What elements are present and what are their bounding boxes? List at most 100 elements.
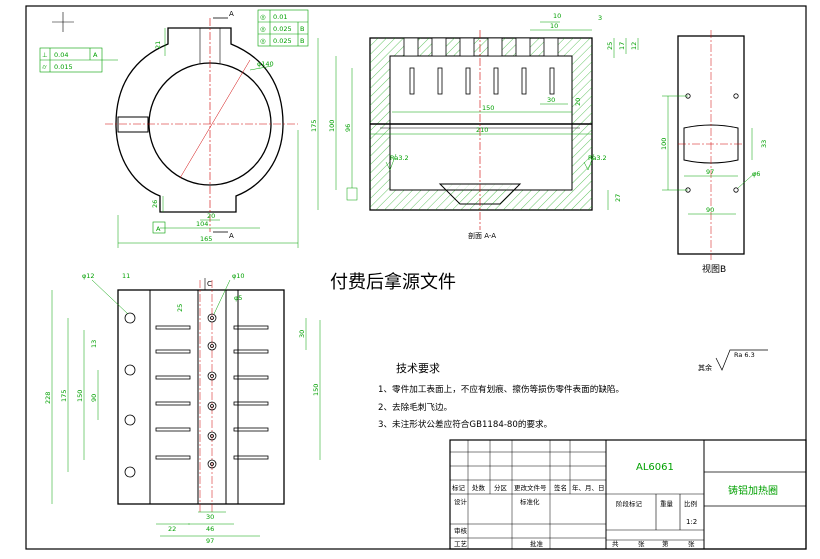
note-1: 1、零件加工表面上，不应有划痕、擦伤等损伤零件表面的缺陷。 [378, 383, 624, 395]
tb-sheet-no: 第 [662, 539, 669, 548]
dim-top-10: 10 [553, 12, 561, 20]
view-b-dim-100: 100 [660, 138, 668, 150]
dim-30: 30 [547, 96, 555, 104]
tb-sign: 签名 [554, 483, 567, 492]
dim-30-right: 30 [298, 330, 306, 338]
housing-outline [115, 27, 284, 213]
dim-17: 17 [618, 42, 626, 50]
dim-phi12: φ12 [82, 272, 95, 280]
svg-text:0.01: 0.01 [273, 13, 287, 21]
dim-150-right: 150 [312, 384, 320, 396]
tb-process: 工艺 [454, 540, 468, 548]
svg-text:0.025: 0.025 [273, 25, 292, 33]
dim-30-bottom: 30 [206, 513, 214, 521]
dim-46: 46 [206, 525, 214, 533]
dim-phi5: φ5 [234, 294, 242, 302]
svg-text:0.025: 0.025 [273, 37, 292, 45]
dim-11: 11 [122, 272, 130, 280]
svg-text:A: A [93, 51, 98, 59]
dim-12: 12 [630, 42, 638, 50]
tb-mark: 标记 [452, 483, 466, 492]
dim-150-left: 150 [76, 390, 84, 402]
dim-96: 96 [344, 124, 352, 132]
tb-stage-mark: 阶段标记 [616, 499, 643, 508]
tb-material: AL6061 [636, 462, 674, 473]
tb-doc-no: 更改文件号 [514, 483, 547, 492]
note-2: 2、去除毛刺飞边。 [378, 401, 452, 413]
dim-22: 22 [168, 525, 176, 533]
svg-text:B: B [300, 37, 304, 45]
section-mark-top: A [229, 10, 234, 18]
dim-26: 26 [151, 200, 159, 208]
svg-text:⌭: ⌭ [42, 63, 47, 71]
section-view: 10 3 10 150 210 30 20 175 100 96 25 17 1… [310, 12, 639, 240]
svg-text:◎: ◎ [260, 25, 266, 33]
tb-sheets: 共 [612, 539, 619, 548]
dim-25: 25 [606, 42, 614, 50]
dim-100: 100 [328, 120, 336, 132]
sheet-border [25, 5, 807, 550]
tb-date: 年、月、日 [572, 483, 605, 492]
dim-97-bv: 97 [206, 537, 214, 545]
dim-top-3: 3 [598, 14, 602, 22]
tb-sheet-unit: 张 [688, 539, 695, 548]
dim-175: 175 [310, 120, 318, 132]
dim-phi140: φ140 [257, 60, 274, 68]
dim-90: 90 [90, 394, 98, 402]
svg-text:0.015: 0.015 [54, 63, 73, 71]
section-mark-bottom: A [229, 232, 234, 240]
tolerance-box-left: ⊥ 0.04 A ⌭ 0.015 [39, 47, 118, 73]
view-b-dim-33: 33 [760, 140, 768, 148]
dim-phi10: φ10 [232, 272, 245, 280]
svg-text:B: B [300, 25, 304, 33]
top-view: A A φ140 165 104 20 21 26 A ⊥ [39, 9, 309, 248]
roughness-left: Ra3.2 [390, 154, 409, 162]
view-b-dim-phi6: φ6 [752, 170, 760, 178]
roughness-other-value: Ra 6.3 [734, 351, 755, 359]
dim-25-bv: 25 [176, 304, 184, 312]
view-b: 100 97 33 90 φ6 视图B [660, 30, 768, 275]
tb-zone: 分区 [494, 483, 508, 492]
svg-text:◎: ◎ [260, 37, 266, 45]
mark-c: C [207, 280, 212, 288]
notes-title: 技术要求 [396, 362, 440, 375]
roughness-right: Ra3.2 [588, 154, 607, 162]
tb-count: 处数 [472, 483, 486, 492]
title-block: 标记 处数 分区 更改文件号 签名 年、月、日 设计 标准化 审核 工艺 批准 … [449, 439, 807, 550]
dim-27: 27 [614, 194, 622, 202]
tb-design: 设计 [454, 497, 468, 506]
tb-weight: 重量 [660, 500, 674, 508]
dim-175-bv: 175 [60, 390, 68, 402]
bottom-view: C φ12 11 φ10 φ5 25 228 175 150 90 13 30 … [44, 272, 321, 545]
dim-210: 210 [476, 126, 488, 134]
watermark-text: 付费后拿源文件 [330, 271, 456, 293]
note-3: 3、未注形状公差应符合GB1184-80的要求。 [378, 418, 552, 430]
svg-text:⊥: ⊥ [42, 51, 48, 59]
dim-21: 21 [154, 41, 162, 49]
dim-228: 228 [44, 392, 52, 404]
dim-20: 20 [207, 212, 215, 220]
tb-ratio: 比例 [684, 499, 697, 508]
dim-165: 165 [200, 235, 212, 243]
dim-104: 104 [196, 220, 208, 228]
tb-sheet-of: 张 [638, 539, 645, 548]
tb-review: 审核 [454, 526, 468, 535]
roughness-other: 其余 [698, 363, 712, 372]
svg-text:0.04: 0.04 [54, 51, 68, 59]
tb-approve: 批准 [530, 539, 544, 548]
dim-13: 13 [90, 340, 98, 348]
tolerance-frame-top: ◎ 0.01 ◎ 0.025 B ◎ 0.025 B [257, 9, 309, 47]
svg-text:◎: ◎ [260, 13, 266, 21]
tb-scale: 1:2 [686, 518, 697, 526]
view-b-dim-97: 97 [706, 168, 714, 176]
dim-10b: 10 [550, 22, 558, 30]
view-b-label: 视图B [702, 263, 726, 275]
view-b-dim-90: 90 [706, 206, 714, 214]
tb-standardize: 标准化 [520, 497, 540, 506]
dim-20-right: 20 [574, 98, 582, 106]
dim-150: 150 [482, 104, 494, 112]
technical-notes: 技术要求 1、零件加工表面上，不应有划痕、擦伤等损伤零件表面的缺陷。 2、去除毛… [378, 349, 768, 430]
section-label: 剖面 A-A [468, 231, 496, 240]
